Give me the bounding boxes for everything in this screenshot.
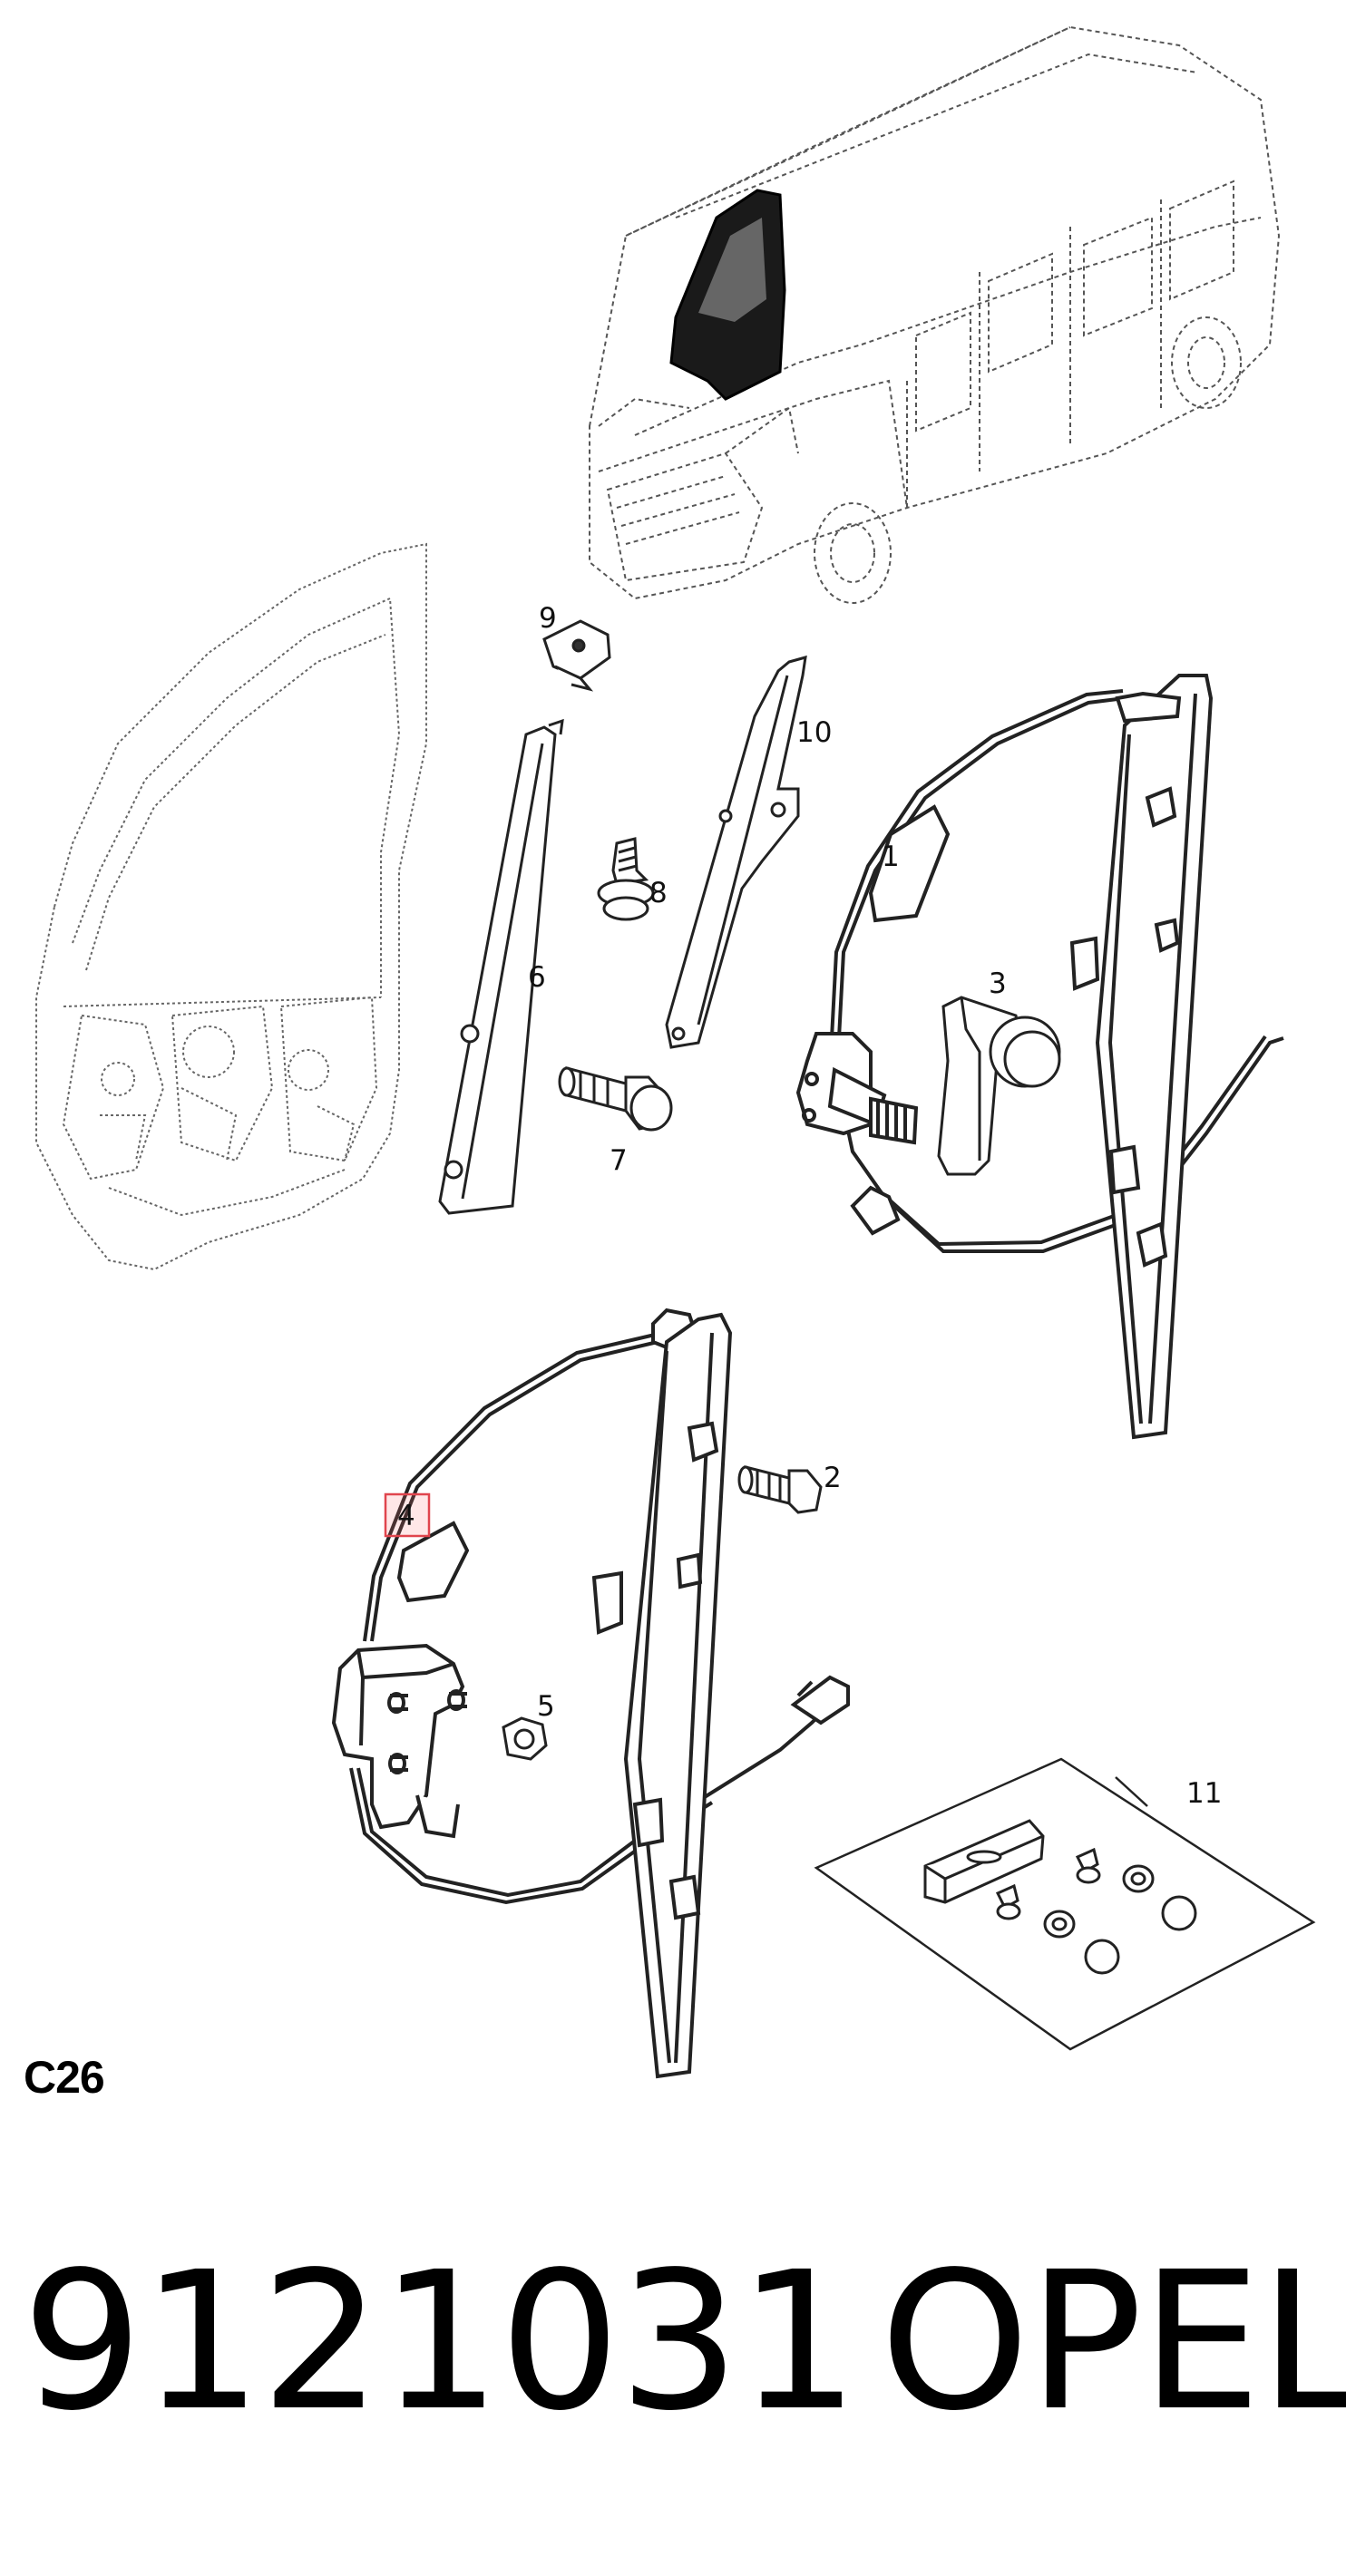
part-11-repair-kit [814, 1757, 1316, 2051]
part-10-bracket-rail [665, 655, 807, 1049]
part-1-window-regulator [795, 674, 1284, 1440]
part-9-clip [542, 619, 611, 692]
brand-name: OPEL [880, 2231, 1346, 2453]
part-3-window-crank [937, 996, 1061, 1176]
part-7-bolt [558, 1066, 673, 1132]
part-5-nut [502, 1716, 548, 1761]
callout-2: 2 [824, 1462, 842, 1494]
van-door-highlight [669, 189, 786, 401]
part-8-screw [597, 837, 655, 921]
van-illustration [589, 25, 1281, 604]
callout-4-highlight [384, 1492, 431, 1538]
part-2-bolt [737, 1465, 823, 1514]
callout-7: 7 [610, 1144, 628, 1177]
callout-11: 11 [1186, 1777, 1222, 1810]
section-code: C26 [24, 2052, 105, 2103]
callout-8: 8 [649, 877, 668, 909]
part-4-electric-window-regulator [331, 1307, 850, 2079]
part-number: 9121031 [22, 2231, 859, 2453]
callout-9: 9 [539, 602, 557, 635]
callout-1: 1 [882, 841, 900, 873]
callout-10: 10 [796, 716, 832, 749]
door-frame-illustration [35, 542, 427, 1271]
callout-6: 6 [528, 961, 546, 994]
callout-4: 4 [397, 1500, 415, 1532]
callout-3: 3 [989, 967, 1007, 1000]
part-6-glass-channel [438, 718, 564, 1215]
callout-5: 5 [537, 1690, 555, 1723]
